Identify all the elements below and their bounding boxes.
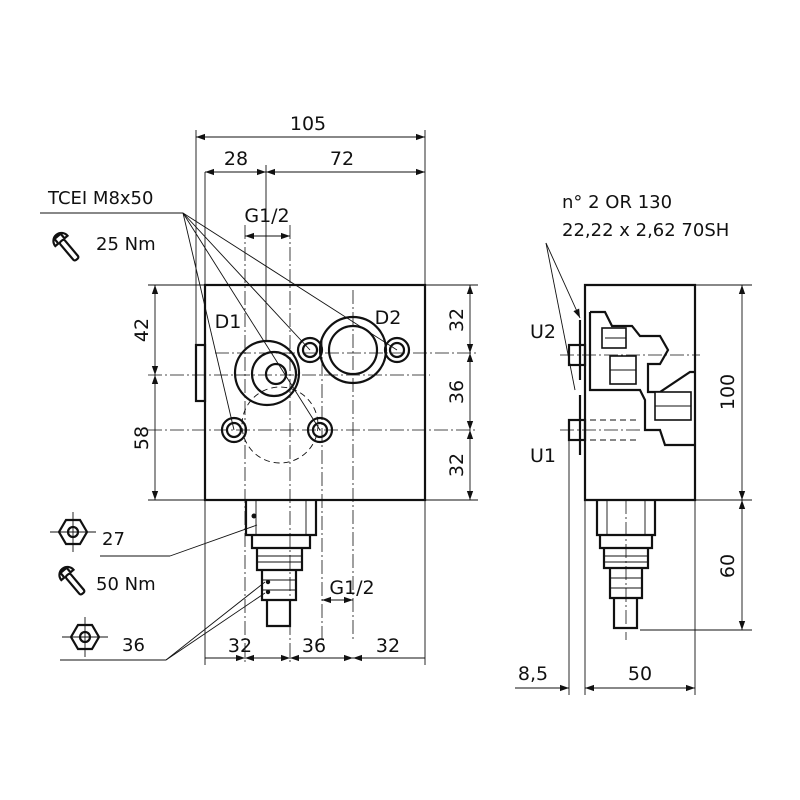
oring-leader [545,242,581,319]
dim-side-height: 100 [717,374,739,410]
dim-right-top: 32 [446,308,468,332]
wrench-icon [52,231,80,262]
hex-nut-icon [50,512,96,552]
mounting-screws [220,336,411,444]
left-boss [194,343,207,403]
dim-bottom-left: 32 [228,635,252,657]
dim-top-right: 72 [330,148,354,170]
label-u1: U1 [530,445,556,467]
port-label-top: G1/2 [244,205,289,227]
dim-bottom-mid: 36 [302,635,326,657]
dim-overall-width: 105 [290,113,326,135]
dim-right-bottom: 32 [446,453,468,477]
hex-size-1: 27 [102,529,125,550]
screw-torque: 25 Nm [96,234,156,255]
front-cartridge [244,500,318,628]
front-top-dimensions: 105 28 72 G1/2 [195,113,426,345]
side-view: n° 2 OR 130 22,22 x 2,62 70SH U2 U1 100 … [515,192,752,695]
dim-side-width: 50 [628,663,652,685]
dim-right-mid: 36 [446,380,468,404]
label-d1: D1 [215,311,242,333]
port-label-bottom: G1/2 [329,577,374,599]
front-bottom-dimensions: 32 36 32 G1/2 [204,500,426,665]
oring-line2: 22,22 x 2,62 70SH [562,220,729,241]
oring-line1: n° 2 OR 130 [562,192,672,213]
label-u2: U2 [530,321,556,343]
front-view: 105 28 72 G1/2 42 58 32 36 32 [40,113,478,665]
hex-size-2: 36 [122,635,145,656]
hidden-cavity [241,386,319,464]
dim-left-lower: 58 [131,426,153,450]
side-bottom-dimensions: 8,5 50 [515,440,696,695]
dim-side-cartridge: 60 [717,554,739,578]
front-left-dimensions: 42 58 [131,284,205,501]
dim-bottom-right: 32 [376,635,400,657]
front-centerlines [148,225,478,665]
label-d2: D2 [375,307,402,329]
dim-top-left: 28 [224,148,248,170]
port-stubs [567,320,587,455]
front-right-dimensions: 32 36 32 [425,284,478,501]
valve-torque: 50 Nm [96,574,156,595]
port-d1 [233,339,301,407]
wrench-icon [58,565,86,596]
dim-left-upper: 42 [131,318,153,342]
side-section [560,310,700,447]
side-right-dimensions: 100 60 [640,284,752,631]
hex-nut-icon [62,617,108,657]
screw-leaders [40,212,398,431]
side-cartridge [595,500,657,640]
dim-side-offset: 8,5 [518,663,548,685]
screw-spec: TCEI M8x50 [47,188,153,209]
